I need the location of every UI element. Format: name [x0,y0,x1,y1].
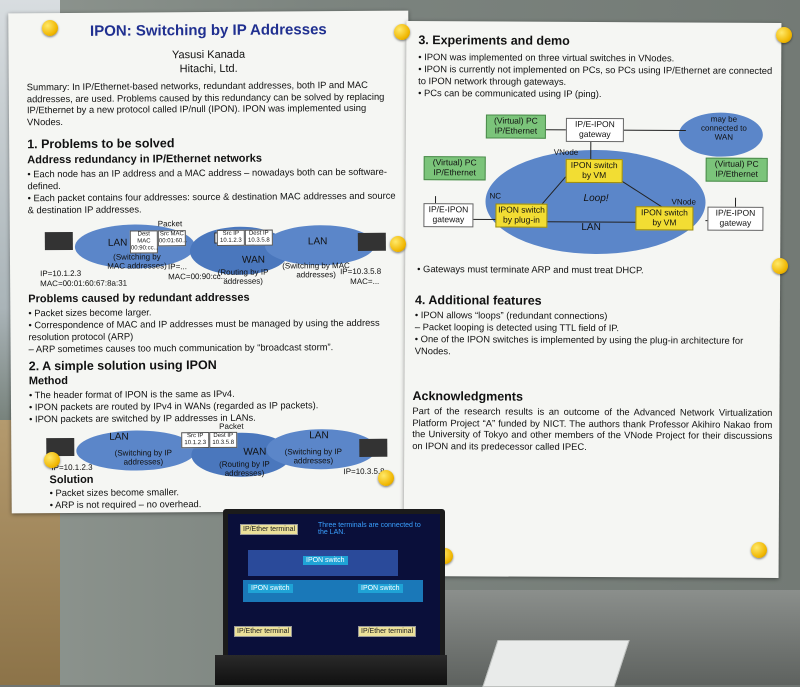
screen-caption: Three terminals are connected to the LAN… [318,522,428,536]
screen-switch-a: IPON switch [303,556,348,565]
d1-header-dest-mac: Dest MAC 00:90:cc... [130,230,158,253]
gateway-right: IP/E-IPON gateway [707,207,763,231]
acknowledgments-title: Acknowledgments [412,389,523,404]
section-2-subtitle: Method [29,375,68,387]
d2-header-src-ip: Src IP 10.1.2.3 [181,432,209,448]
screen-terminal-bottom-right: IP/Ether terminal [358,626,416,637]
laptop: IP/Ether terminal Three terminals are co… [215,505,447,685]
d1-lan-left: LAN [108,239,128,248]
vnode-label-2: VNode [671,197,696,206]
section-2-title: 2. A simple solution using IPON [29,358,217,373]
pushpin [772,258,788,274]
section-1-subtitle: Address redundancy in IP/Ethernet networ… [27,153,262,167]
d1-ip-right: IP=10.3.5.8 [340,267,381,276]
virtual-pc-top-left: (Virtual) PC IP/Ethernet [486,114,546,138]
d1-ip-left: IP=10.1.2.3 [40,269,81,278]
d2-packet-label: Packet [219,422,244,431]
d1-switching-left: (Switching by MAC addresses) [105,252,169,270]
poster-title: IPON: Switching by IP Addresses [8,21,408,41]
bullet-gateways: • IPON is currently not implemented on P… [418,63,773,88]
screen-switch-c: IPON switch [358,584,403,593]
virtual-pc-right: (Virtual) PC IP/Ethernet [706,158,768,182]
loop-label: Loop! [584,194,609,203]
pushpin [776,27,792,43]
virtual-pc-left: (Virtual) PC IP/Ethernet [424,156,486,180]
d2-lan-right: LAN [309,431,329,440]
summary-text: Summary: In IP/Ethernet-based networks, … [27,79,397,128]
bullet-node-address: • Each node has an IP address and a MAC … [27,166,397,192]
d2-header-dest-ip: Dest IP 10.3.5.8 [209,432,237,448]
bullet-arp: • Correspondence of MAC and IP addresses… [28,317,398,343]
laptop-screen: IP/Ether terminal Three terminals are co… [223,509,445,667]
d2-wan: WAN [243,448,266,457]
nc-label: NC [490,191,502,200]
pushpin [44,452,60,468]
section-3-title: 3. Experiments and demo [418,33,570,48]
bullet-packet-addresses: • Each packet contains four addresses: s… [28,190,398,216]
d1-header-src-ip: Src IP 10.1.2.3 [217,230,245,246]
pc-left-icon [45,232,73,250]
pushpin [378,470,394,486]
wan-note: may be connected to WAN [696,115,752,142]
solution-title: Solution [49,474,93,486]
acknowledgments-text: Part of the research results is an outco… [412,405,772,453]
poster-right: 3. Experiments and demo • IPON was imple… [404,21,782,578]
laptop-keyboard [215,655,447,685]
section-1-title: 1. Problems to be solved [27,136,174,151]
d2-switching-right: (Switching by IP addresses) [281,447,345,465]
d1-ip-mid: IP=... [168,262,187,271]
bullet-ping: • PCs can be communicated using IP (ping… [418,87,773,100]
author-affiliation: Hitachi, Ltd. [9,61,409,78]
paper-stack [482,640,629,687]
section-1-subtitle-2: Problems caused by redundant addresses [28,292,249,306]
d1-lan-right: LAN [308,237,328,246]
d1-mac-mid: MAC=00:90:cc... [168,272,227,281]
screen-terminal-bottom-left: IP/Ether terminal [234,626,292,637]
ipon-switch-plugin: IPON switch by plug-in [495,203,547,227]
d2-lan-left: LAN [109,433,129,442]
lan-label: LAN [581,223,601,232]
pushpin [42,20,58,36]
gateway-top: IP/E-IPON gateway [566,118,624,142]
ipon-switch-vm-top: IPON switch by VM [566,159,623,183]
ipon-switch-vm-right: IPON switch by VM [635,206,693,230]
d1-header-dest-ip: Dest IP 10.3.5.8 [245,230,273,246]
pushpin [394,24,410,40]
pc-right-icon [358,233,386,251]
d1-mac-left: MAC=00:01:60:67:8a:31 [40,279,127,289]
d2-routing: (Routing by IP addresses) [209,460,279,478]
pc-right-icon [359,439,387,457]
vnode-label-1: VNode [554,148,579,157]
section-4-title: 4. Additional features [415,293,542,308]
d1-mac-right: MAC=... [350,277,379,286]
d2-switching-left: (Switching by IP addresses) [111,448,175,466]
poster-left: IPON: Switching by IP Addresses Yasusi K… [8,11,411,514]
bullet-plugin: • One of the IPON switches is implemente… [415,333,770,358]
bullet-arp-dhcp: • Gateways must terminate ARP and must t… [417,263,772,276]
pushpin [390,236,406,252]
screen-switch-b: IPON switch [248,584,293,593]
d1-wan: WAN [242,256,265,265]
pushpin [751,542,767,558]
screen-terminal-top: IP/Ether terminal [240,524,298,535]
bullet-broadcast-storm: – ARP sometimes causes too much communic… [29,341,399,355]
poster-author-block: Yasusi Kanada Hitachi, Ltd. [9,47,409,78]
d1-header-src-mac: Src MAC 00:01:60... [158,230,186,246]
gateway-left: IP/E-IPON gateway [423,203,473,227]
d1-packet-label: Packet [158,219,183,228]
